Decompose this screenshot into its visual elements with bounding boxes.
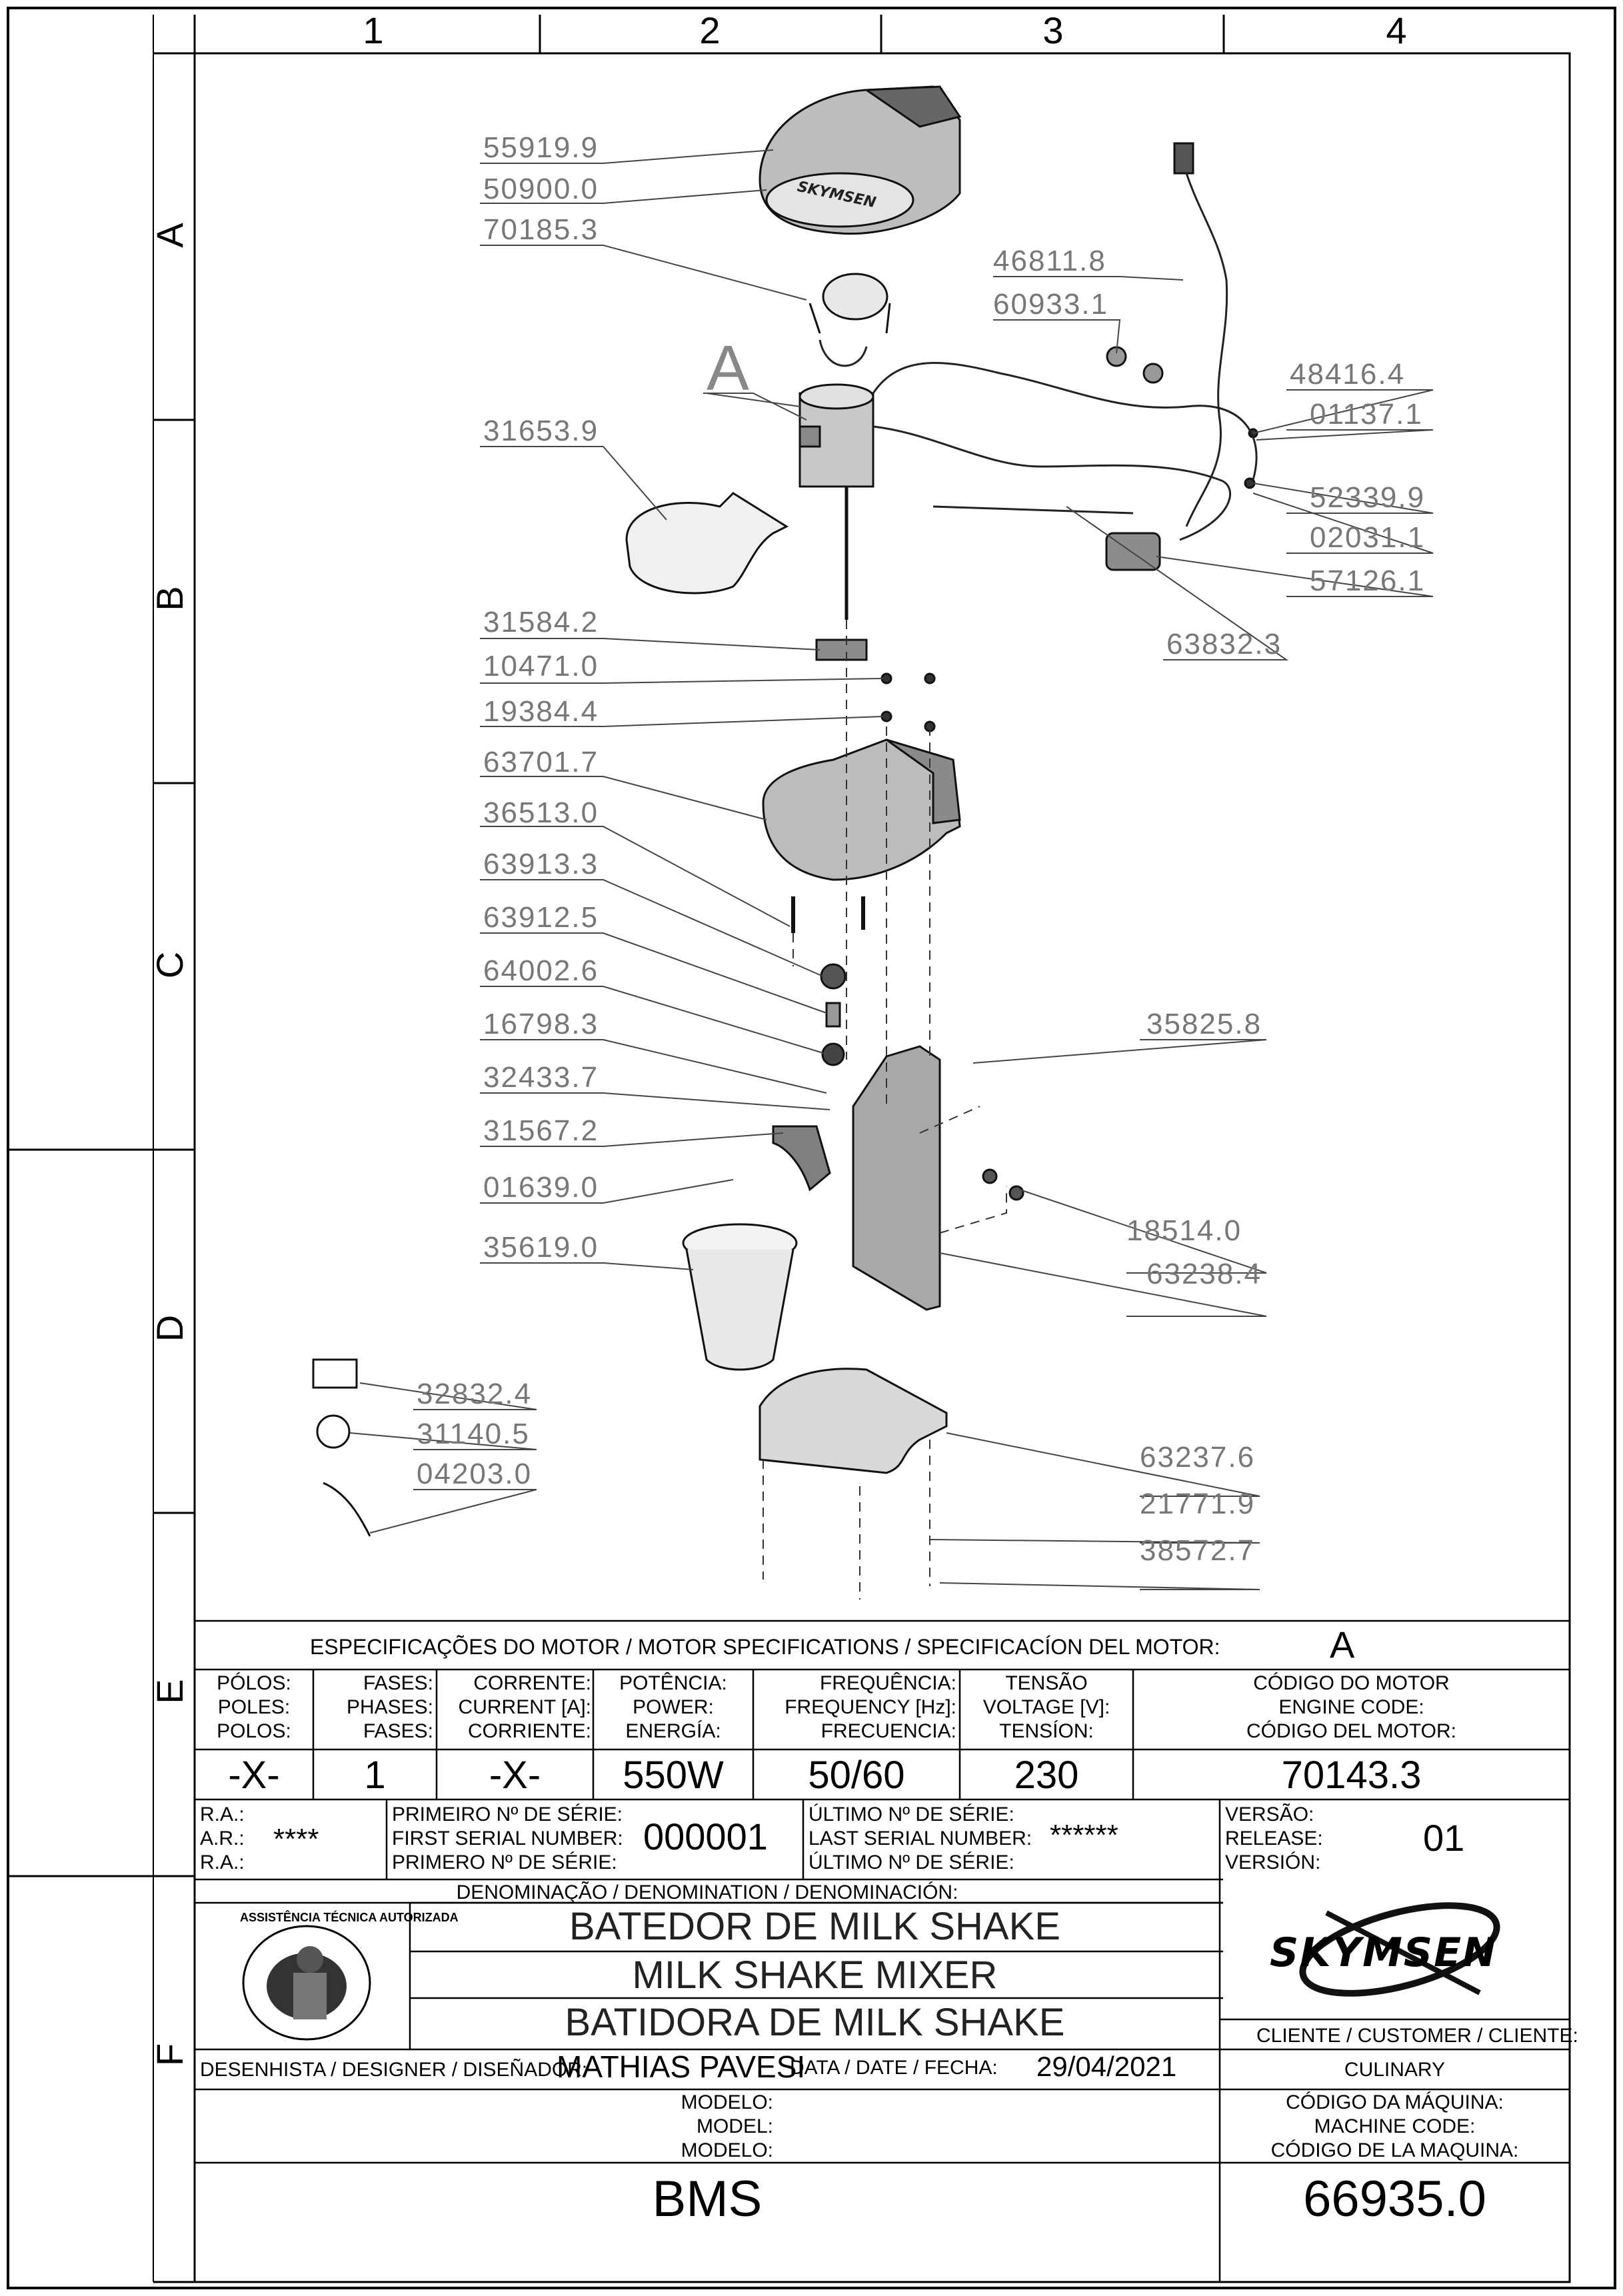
date-label: DATA / DATE / FECHA:	[790, 2057, 998, 2079]
brand-swoosh-icon	[1299, 1902, 1500, 1997]
zone-row-f: F	[149, 2043, 191, 2067]
part-number-label: 63238.4	[1146, 1258, 1262, 1290]
part-number-label: 19384.4	[483, 695, 599, 728]
ra-value: ****	[273, 1823, 319, 1855]
ra-label: R.A.:A.R.:R.A.:	[200, 1803, 245, 1873]
customer-value: CULINARY	[1344, 2059, 1446, 2081]
part-number-label: 31140.5	[417, 1418, 530, 1450]
current-value: -X-	[489, 1753, 541, 1797]
stamp-text: ASSISTÊNCIA TÉCNICA AUTORIZADA	[240, 1911, 459, 1924]
designer-value: MATHIAS PAVESI	[557, 2049, 806, 2084]
part-number-label: 60933.1	[993, 288, 1109, 321]
part-number-label: 52339.9	[1310, 481, 1426, 514]
part-number-label: 63237.6	[1140, 1441, 1256, 1474]
zone-column-4: 4	[1386, 9, 1407, 51]
last-serial-label: ÚLTIMO Nº DE SÉRIE:LAST SERIAL NUMBER:ÚL…	[809, 1803, 1032, 1873]
part-number-label: 63912.5	[483, 901, 599, 934]
part-number-label: 63913.3	[483, 848, 599, 880]
part-number-label: 04203.0	[417, 1458, 533, 1490]
machine-code-value: 66935.0	[1303, 2171, 1486, 2227]
zone-row-e: E	[149, 1679, 191, 1704]
zone-column-2: 2	[699, 9, 721, 51]
part-number-label: 16798.3	[483, 1008, 599, 1040]
outer-frame	[7, 7, 1616, 2289]
power-label: POTÊNCIA:POWER:ENERGÍA:	[619, 1672, 727, 1742]
customer-label: CLIENTE / CUSTOMER / CLIENTE:	[1256, 2025, 1578, 2047]
zone-row-d: D	[149, 1314, 191, 1342]
part-number-label: 57126.1	[1310, 565, 1426, 597]
motor-letter: A	[1330, 1624, 1355, 1666]
part-number-label: 36513.0	[483, 796, 599, 829]
release-value: 01	[1423, 1817, 1465, 1859]
part-number-label: 18514.0	[1126, 1214, 1242, 1247]
phases-value: 1	[364, 1753, 386, 1797]
part-number-label: 64002.6	[483, 954, 599, 987]
part-number-label: 32832.4	[417, 1378, 533, 1410]
part-number-label: 55919.9	[483, 131, 599, 164]
part-number-label: 35619.0	[483, 1231, 599, 1264]
frequency-label: FREQUÊNCIA:FREQUENCY [Hz]:FRECUENCIA:	[785, 1672, 956, 1742]
engine-code-value: 70143.3	[1281, 1753, 1422, 1797]
part-number-label: 35825.8	[1146, 1008, 1262, 1040]
designer-label: DESENHISTA / DESIGNER / DISEÑADOR:	[200, 2059, 588, 2081]
poles-value: -X-	[228, 1753, 280, 1797]
model-value: BMS	[652, 2171, 763, 2227]
last-serial-value: ******	[1050, 1819, 1118, 1851]
part-number-label: 01137.1	[1310, 398, 1423, 431]
first-serial-label: PRIMEIRO Nº DE SÉRIE:FIRST SERIAL NUMBER…	[392, 1803, 623, 1873]
phases-label: FASES:PHASES:FASES:	[346, 1672, 433, 1742]
product-name-es: BATIDORA DE MILK SHAKE	[565, 2001, 1065, 2044]
product-name-pt: BATEDOR DE MILK SHAKE	[569, 1905, 1060, 1948]
date-value: 29/04/2021	[1036, 2051, 1177, 2082]
release-label: VERSÃO:RELEASE:VERSIÓN:	[1225, 1803, 1323, 1873]
authorized-service-stamp: ASSISTÊNCIA TÉCNICA AUTORIZADA	[227, 1906, 459, 2046]
part-number-label: 63832.3	[1166, 628, 1282, 660]
zone-column-3: 3	[1042, 9, 1064, 51]
part-number-label: 02031.1	[1310, 521, 1426, 554]
poles-label: PÓLOS:POLES:POLOS:	[217, 1672, 291, 1742]
part-number-label: 32433.7	[483, 1061, 599, 1094]
stamp-icon	[242, 1925, 371, 2041]
part-number-label: 38572.7	[1140, 1534, 1256, 1567]
current-label: CORRENTE:CURRENT [A]:CORRIENTE:	[458, 1672, 591, 1742]
zone-row-a: A	[149, 223, 191, 248]
zone-row-c: C	[149, 951, 191, 979]
part-number-label: 21771.9	[1140, 1488, 1256, 1520]
machine-code-label: CÓDIGO DA MÁQUINA:MACHINE CODE:CÓDIGO DE…	[1270, 2091, 1519, 2161]
product-name-en: MILK SHAKE MIXER	[632, 1953, 998, 1997]
denomination-label: DENOMINAÇÃO / DENOMINATION / DENOMINACIÓ…	[456, 1881, 958, 1903]
part-number-label: 46811.8	[993, 245, 1106, 277]
part-number-label: 63701.7	[483, 746, 599, 778]
part-number-label: 50900.0	[483, 173, 599, 205]
zone-column-1: 1	[363, 9, 384, 51]
motor-specs-title: ESPECIFICAÇÕES DO MOTOR / MOTOR SPECIFIC…	[310, 1635, 1220, 1659]
frequency-value: 50/60	[808, 1753, 905, 1797]
part-number-label: 48416.4	[1290, 358, 1406, 391]
part-number-label: 70185.3	[483, 213, 599, 246]
part-number-label: 31584.2	[483, 606, 599, 638]
motor-callout-letter: A	[707, 333, 750, 404]
voltage-value: 230	[1014, 1753, 1079, 1797]
part-number-label: 31567.2	[483, 1114, 599, 1147]
model-label: MODELO:MODEL:MODELO:	[681, 2091, 773, 2161]
zone-row-b: B	[149, 586, 191, 611]
brand-name: SKYMSEN	[1270, 1929, 1498, 1976]
power-value: 550W	[623, 1753, 724, 1797]
brand-logo: SKYMSEN	[1226, 1886, 1566, 2013]
first-serial-value: 000001	[643, 1815, 768, 1857]
part-number-label: 10471.0	[483, 650, 599, 682]
part-number-label: 31653.9	[483, 415, 599, 447]
part-number-label: 01639.0	[483, 1171, 599, 1204]
